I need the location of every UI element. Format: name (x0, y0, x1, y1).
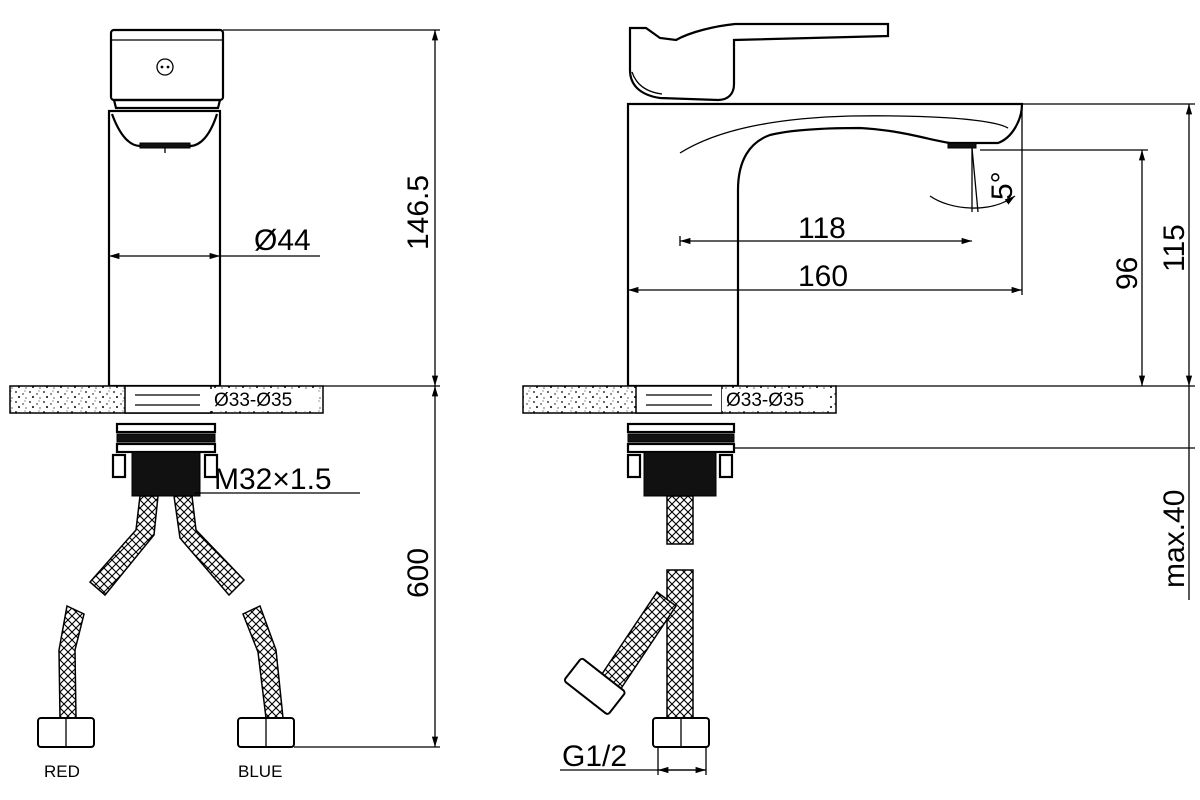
side-nut-angled (563, 657, 626, 715)
hole-range-front: Ø33-Ø35 (214, 390, 292, 411)
spout-height-label: 96 (1111, 257, 1144, 290)
side-body (626, 102, 1024, 388)
hose-length-label: 600 (402, 548, 435, 598)
side-hose-diagonal (598, 590, 678, 692)
side-view: 5° 118 160 Ø33-Ø35 G1/2 (522, 22, 1195, 775)
hose-upper-right (173, 495, 246, 597)
side-hose-top (666, 495, 694, 545)
side-hose-bottom (666, 569, 694, 719)
hole-range-side: Ø33-Ø35 (726, 390, 804, 411)
label-blue: BLUE (238, 762, 282, 781)
hose-lower-left (58, 604, 85, 719)
total-depth-label: 160 (798, 260, 848, 293)
spout-reach-label: 118 (798, 212, 846, 245)
connector-label: G1/2 (562, 740, 627, 773)
hose-upper-left (88, 495, 159, 597)
hose-lower-right (242, 604, 284, 719)
diameter-label: Ø44 (254, 224, 311, 257)
total-height-label: 115 (1158, 224, 1191, 272)
max-thickness-label: max.40 (1158, 490, 1191, 588)
label-red: RED (44, 762, 80, 781)
side-handle (628, 22, 890, 102)
indicator-icon (156, 58, 174, 76)
front-view: Ø44 Ø33-Ø35 M32×1.5 RED BLUE (9, 28, 440, 781)
angle-label: 5° (986, 171, 1019, 200)
height-total-label: 146.5 (402, 175, 435, 250)
thread-label: M32×1.5 (214, 463, 332, 496)
